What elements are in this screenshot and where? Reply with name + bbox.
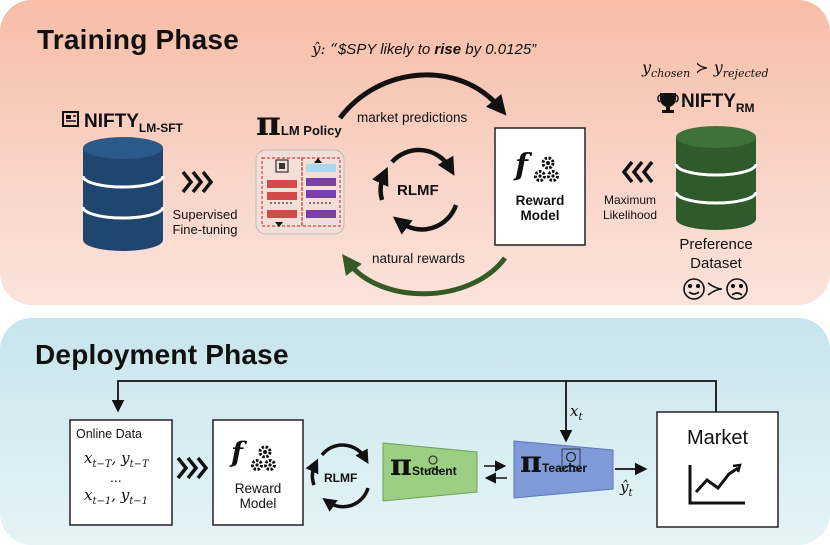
policy-sub: LM Policy — [280, 123, 342, 138]
rm-database-icon — [674, 126, 758, 230]
rm-dataset-sub: RM — [735, 100, 755, 115]
smiley-face-icon — [683, 278, 705, 300]
market-predictions-label: market predictions — [357, 110, 468, 125]
online-y2: , y — [111, 486, 130, 504]
deployment-phase-title: Deployment Phase — [35, 339, 289, 370]
prediction-text-b: rise — [434, 41, 462, 58]
deploy-rlmf-label: RLMF — [324, 471, 358, 485]
sft-dataset-label: NIFTYLM-SFT — [84, 111, 183, 135]
student-sub: Student — [411, 464, 457, 478]
market-predictions-arrow — [338, 72, 507, 120]
trophy-icon — [657, 93, 679, 113]
teacher-sub: Teacher — [541, 461, 588, 475]
online-y2-sub: t−1 — [129, 496, 149, 507]
prediction-text-a: $SPY likely to — [337, 41, 435, 58]
yhat-sub: t — [628, 488, 633, 499]
rm-dataset-label: NIFTYRM — [681, 91, 755, 115]
mle-chevrons-icon — [621, 160, 654, 184]
market-label: Market — [686, 427, 749, 449]
sft-chevrons-icon — [181, 170, 214, 194]
rlmf-label: RLMF — [397, 182, 439, 199]
reward-model-line2: Model — [520, 208, 560, 223]
reward-model-box — [494, 127, 586, 246]
student-label: πStudent — [390, 448, 457, 483]
chosen-sub: chosen — [651, 67, 691, 81]
sft-arrow-label: Supervised Fine-tuning — [165, 207, 245, 237]
xt-var: x — [570, 402, 579, 420]
online-y1-sub: t−T — [129, 459, 149, 470]
online-ellipsis: ... — [110, 469, 122, 485]
online-x2: x — [84, 486, 93, 504]
sft-dataset-name: NIFTY — [84, 111, 139, 132]
deploy-reward-model-label: Reward Model — [213, 481, 303, 511]
online-row-2: xt−1, yt−1 — [84, 486, 148, 507]
deploy-chevrons-icon — [176, 456, 209, 480]
preference-line1: Preference — [679, 236, 753, 253]
sft-label-line2: Fine-tuning — [172, 222, 238, 237]
online-x1-sub: t−T — [92, 459, 112, 470]
reward-function-icon — [534, 156, 559, 182]
xt-sub: t — [578, 412, 583, 423]
reward-model-label: Reward Model — [495, 193, 585, 223]
teacher-label: πTeacher — [520, 445, 587, 480]
rejected-sub: rejected — [722, 67, 769, 81]
preference-formula: ychosen ≻ yrejected — [642, 58, 769, 80]
teacher-avatar-icon — [561, 448, 581, 472]
sft-database-icon — [81, 137, 165, 251]
deploy-reward-fx-symbol: f — [231, 436, 244, 469]
student-avatar-icon — [425, 455, 441, 473]
y-rejected: y — [713, 58, 723, 77]
mle-line1: Maximum — [603, 193, 656, 207]
student-model-shape — [382, 442, 478, 502]
preference-line2: Dataset — [690, 255, 742, 272]
frowny-face-icon — [726, 278, 748, 300]
deploy-rlmf-cycle-icon — [305, 443, 370, 512]
newspaper-icon — [62, 111, 79, 127]
lm-policy-model-icon — [255, 149, 345, 235]
online-data-label: Online Data — [76, 427, 143, 441]
lm-policy-label: πLM Policy — [256, 104, 342, 144]
yhat-label: ŷt — [620, 478, 633, 499]
preference-dataset-label: Preference Dataset — [666, 235, 766, 273]
online-x2-sub: t−1 — [92, 496, 112, 507]
prediction-text-c: by 0.0125” — [461, 41, 537, 58]
distillation-arrows — [484, 460, 507, 484]
online-row-1: xt−T, yt−T — [84, 449, 149, 470]
yhat-var: ŷ — [620, 478, 629, 496]
deploy-reward-model-box — [212, 419, 304, 526]
online-y1: , y — [111, 449, 130, 467]
market-chart-icon — [688, 463, 745, 505]
deploy-reward-line1: Reward — [234, 481, 282, 496]
rlmf-cycle-icon — [372, 147, 459, 235]
mle-label: Maximum Likelihood — [592, 193, 668, 223]
student-pi-symbol: π — [390, 448, 412, 483]
prediction-prefix: ŷ: “ — [312, 40, 338, 58]
succeeds-symbol-icon — [707, 282, 723, 296]
online-x1: x — [84, 449, 93, 467]
rm-dataset-name: NIFTY — [681, 91, 736, 112]
y-chosen: y — [642, 58, 652, 77]
xt-label: xt — [570, 402, 583, 423]
natural-rewards-arrow — [342, 253, 508, 297]
reward-fx-symbol: f — [515, 148, 528, 183]
deploy-reward-line2: Model — [239, 496, 277, 511]
mle-line2: Likelihood — [602, 208, 658, 222]
sft-label-line1: Supervised — [172, 207, 238, 222]
succeeds-op: ≻ — [690, 58, 714, 77]
sft-dataset-sub: LM-SFT — [138, 120, 183, 135]
feedback-loop-line — [111, 380, 717, 413]
policy-pi-symbol: π — [256, 104, 281, 144]
reward-model-line1: Reward — [515, 193, 565, 208]
market-box — [656, 411, 779, 528]
prediction-example: ŷ: “$SPY likely to rise by 0.0125” — [312, 40, 536, 58]
natural-rewards-label: natural rewards — [372, 251, 466, 266]
deploy-reward-function-icon — [251, 445, 276, 471]
teacher-pi-symbol: π — [520, 445, 542, 480]
online-data-box — [69, 419, 173, 526]
training-phase-title: Training Phase — [37, 24, 239, 55]
